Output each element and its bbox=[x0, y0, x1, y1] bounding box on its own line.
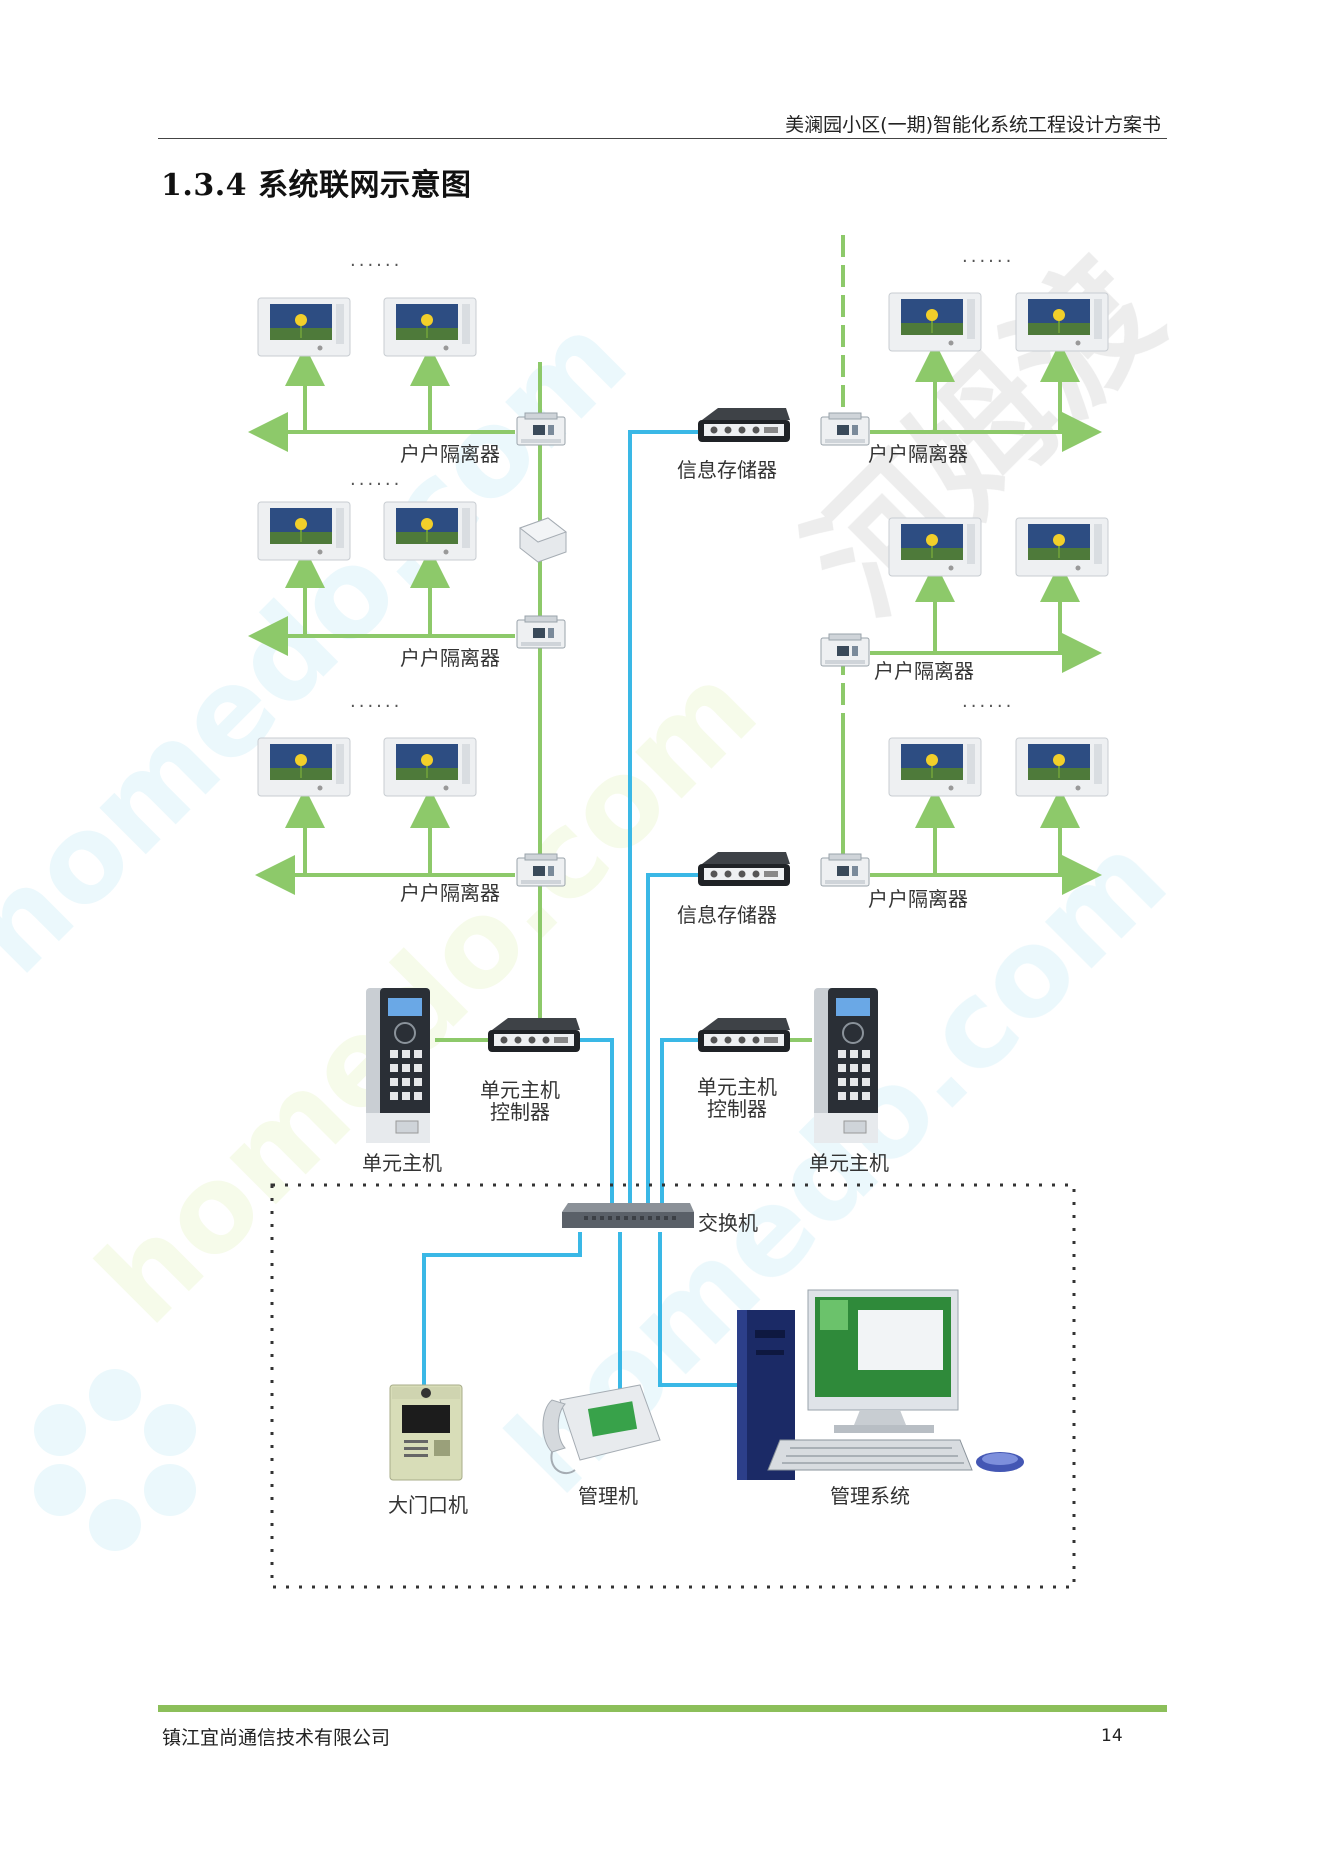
controller-device-icon bbox=[698, 1018, 790, 1052]
isolator-icon bbox=[516, 853, 566, 887]
indoor-monitor-icon bbox=[888, 737, 982, 797]
network-switch-icon bbox=[562, 1203, 694, 1228]
ellipsis: ...... bbox=[350, 250, 402, 271]
isolator-label: 户户隔离器 bbox=[400, 442, 500, 466]
footer-rule bbox=[158, 1705, 1167, 1712]
section-heading: 1.3.4 系统联网示意图 bbox=[161, 160, 471, 204]
green-links bbox=[248, 235, 1102, 1042]
management-system-label: 管理系统 bbox=[830, 1484, 910, 1508]
gate-station-icon bbox=[389, 1384, 463, 1481]
page-header: 美澜园小区(一期)智能化系统工程设计方案书 bbox=[158, 104, 1167, 139]
ellipsis: ...... bbox=[962, 246, 1014, 267]
ellipsis: ...... bbox=[350, 469, 402, 490]
storage-device-icon bbox=[698, 852, 790, 886]
isolator-icon bbox=[516, 412, 566, 446]
isolator-label: 户户隔离器 bbox=[868, 887, 968, 911]
isolator-icon bbox=[820, 412, 870, 446]
blue-links bbox=[422, 430, 740, 1445]
storage-label: 信息存储器 bbox=[677, 458, 777, 482]
power-module-icon bbox=[518, 517, 568, 563]
ellipsis: ...... bbox=[350, 691, 402, 712]
controller-label-line1: 单元主机 bbox=[480, 1078, 560, 1102]
page-number: 14 bbox=[1101, 1726, 1123, 1746]
section-title: 系统联网示意图 bbox=[257, 168, 472, 203]
ellipsis: ...... bbox=[962, 691, 1014, 712]
indoor-monitor-icon bbox=[1015, 517, 1109, 577]
switch-label: 交换机 bbox=[698, 1211, 758, 1235]
controller-label-line1: 单元主机 bbox=[697, 1075, 777, 1099]
isolator-icon bbox=[820, 633, 870, 667]
isolator-icon bbox=[516, 615, 566, 649]
indoor-monitor-icon bbox=[383, 501, 477, 561]
isolator-label: 户户隔离器 bbox=[400, 646, 500, 670]
indoor-monitor-icon bbox=[888, 292, 982, 352]
storage-device-icon bbox=[698, 408, 790, 442]
indoor-monitor-icon bbox=[257, 737, 351, 797]
watermark: homedo.com homedo.com homedo.com 河姆渡 bbox=[0, 232, 1193, 1551]
indoor-monitor-icon bbox=[1015, 292, 1109, 352]
unit-host-label: 单元主机 bbox=[362, 1151, 442, 1175]
indoor-monitor-icon bbox=[383, 737, 477, 797]
controller-label-line2: 控制器 bbox=[490, 1100, 550, 1124]
management-area-border bbox=[270, 1183, 1076, 1589]
unit-host-icon bbox=[365, 987, 431, 1144]
indoor-monitor-icon bbox=[383, 297, 477, 357]
isolator-label: 户户隔离器 bbox=[874, 659, 974, 683]
storage-label: 信息存储器 bbox=[677, 903, 777, 927]
indoor-monitor-icon bbox=[1015, 737, 1109, 797]
document-title: 美澜园小区(一期)智能化系统工程设计方案书 bbox=[785, 114, 1161, 136]
footer-company: 镇江宜尚通信技术有限公司 bbox=[162, 1727, 391, 1749]
indoor-monitor-icon bbox=[257, 501, 351, 561]
isolator-label: 户户隔离器 bbox=[868, 442, 968, 466]
isolator-label: 户户隔离器 bbox=[400, 881, 500, 905]
unit-host-label: 单元主机 bbox=[809, 1151, 889, 1175]
gate-station-label: 大门口机 bbox=[388, 1493, 468, 1517]
section-number: 1.3.4 bbox=[161, 168, 248, 203]
controller-device-icon bbox=[488, 1018, 580, 1052]
isolator-icon bbox=[820, 853, 870, 887]
indoor-monitor-icon bbox=[888, 517, 982, 577]
controller-label-line2: 控制器 bbox=[707, 1097, 767, 1121]
unit-host-icon bbox=[813, 987, 879, 1144]
management-computer-icon bbox=[737, 1289, 1024, 1480]
manager-phone-icon bbox=[542, 1384, 661, 1475]
manager-phone-label: 管理机 bbox=[578, 1484, 638, 1508]
indoor-monitor-icon bbox=[257, 297, 351, 357]
